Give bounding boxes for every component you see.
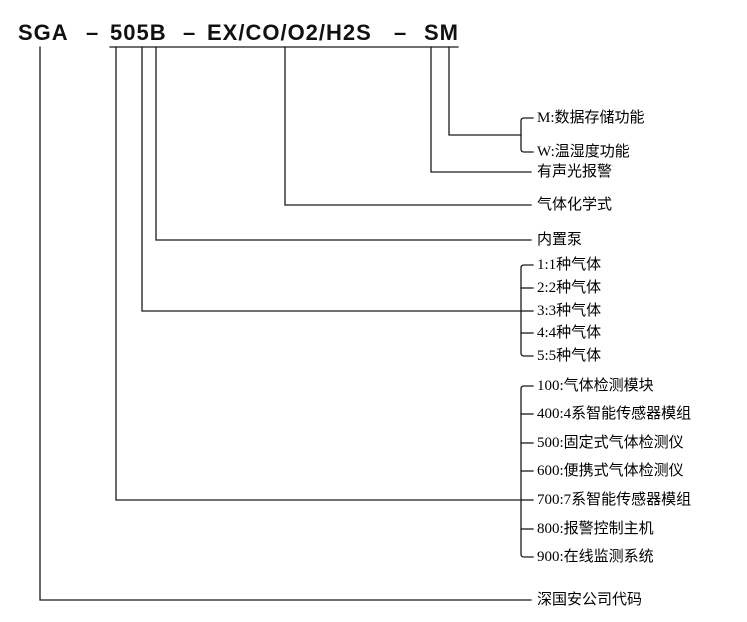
label-suffix-m-storage: M:数据存储功能 [537,110,645,126]
label-gas-count-5: 5:5种气体 [537,348,602,364]
title-segment-brand: SGA [18,20,69,45]
label-gas-formula: 气体化学式 [537,197,613,213]
leader-pump-line [155,46,532,241]
title-dash-3: – [394,20,408,45]
leader-gas-count-line [141,46,522,312]
label-gas-count-4: 4:4种气体 [537,325,602,341]
leader-suffix-line [448,46,522,136]
leader-gas-formula-line [284,46,532,206]
title-segment-model: 505B [110,20,167,45]
label-series-600: 600:便携式气体检测仪 [537,463,684,479]
leader-series-line [115,46,522,501]
label-series-800: 800:报警控制主机 [537,521,654,537]
leader-alarm-line [430,46,532,173]
title-dash-2: – [183,20,197,45]
label-series-900: 900:在线监测系统 [537,549,654,565]
label-series-100: 100:气体检测模块 [537,378,654,394]
label-gas-count-2: 2:2种气体 [537,280,602,296]
label-series-500: 500:固定式气体检测仪 [537,435,684,451]
label-builtin-pump: 内置泵 [537,232,583,248]
leader-company-line [39,46,532,601]
label-series-700: 700:7系智能传感器模组 [537,492,692,508]
label-gas-count-3: 3:3种气体 [537,303,602,319]
title-dash-1: – [86,20,100,45]
label-gas-count-1: 1:1种气体 [537,257,602,273]
label-series-400: 400:4系智能传感器模组 [537,406,692,422]
title-segment-suffix: SM [424,20,459,45]
label-company-code: 深国安公司代码 [537,592,643,608]
title-segment-gas-list: EX/CO/O2/H2S [207,20,372,45]
label-suffix-w-humidity: W:温湿度功能 [537,144,630,160]
label-alarm: 有声光报警 [537,164,613,180]
suffix-options-bracket [520,117,534,153]
